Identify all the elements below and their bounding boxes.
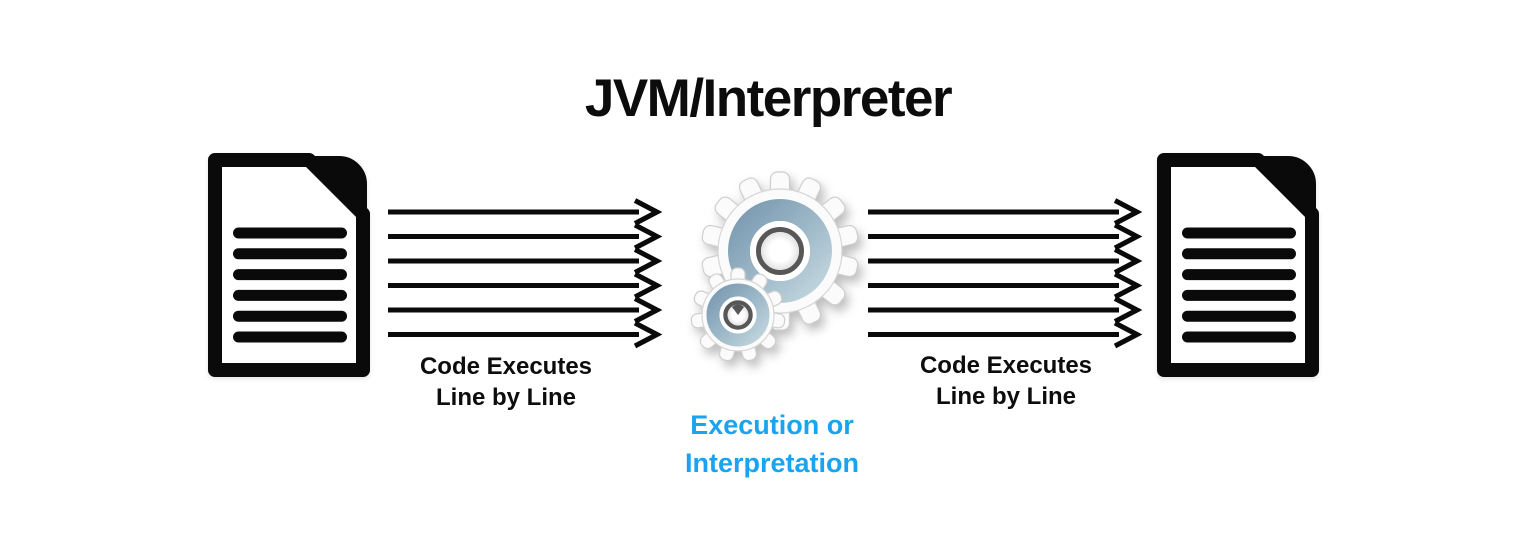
processor-caption-line1: Execution or: [690, 410, 854, 440]
left-arrows: [386, 197, 664, 349]
processor-caption: Execution or Interpretation: [685, 406, 859, 482]
document-text-lines: [233, 227, 347, 343]
left-caption-line1: Code Executes: [419, 353, 593, 380]
small-gear: [690, 267, 786, 362]
left-caption-line2: Line by Line: [435, 384, 577, 411]
diagram-title: JVM/Interpreter: [584, 69, 953, 128]
gears-icon: [690, 171, 859, 362]
source-document-icon: [208, 153, 370, 377]
output-document-icon: [1157, 153, 1319, 377]
right-caption-line1: Code Executes: [919, 352, 1093, 379]
document-text-lines: [1182, 227, 1296, 343]
right-arrows: [866, 197, 1144, 349]
right-caption: Code Executes Line by Line: [920, 350, 1092, 412]
processor-caption-line2: Interpretation: [684, 448, 860, 478]
left-caption: Code Executes Line by Line: [420, 351, 592, 413]
right-caption-line2: Line by Line: [935, 383, 1077, 410]
